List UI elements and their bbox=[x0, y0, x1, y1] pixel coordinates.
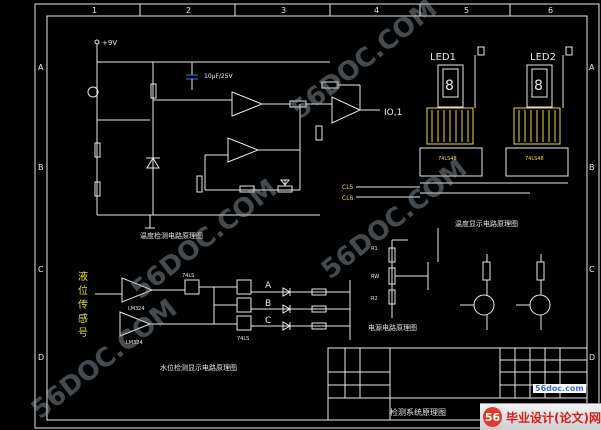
grid-row-b: B bbox=[38, 163, 44, 172]
output-label: IO,1 bbox=[384, 108, 402, 118]
watermark-4: 56DOC.COM bbox=[26, 294, 183, 426]
svg-text:LM324: LM324 bbox=[126, 340, 143, 346]
grid-col-1: 1 bbox=[92, 6, 97, 15]
led-1-label: LED1 bbox=[430, 52, 456, 63]
grid-row-c: C bbox=[38, 265, 44, 274]
brand-text: 毕业设计(论文)网 bbox=[506, 410, 601, 425]
clock-label-2: CL6 bbox=[342, 195, 354, 202]
site-logo-small: 56doc.com bbox=[533, 384, 586, 393]
svg-text:传: 传 bbox=[78, 299, 88, 311]
inner-frame bbox=[46, 15, 588, 421]
svg-text:C: C bbox=[589, 265, 595, 274]
svg-text:LM324: LM324 bbox=[128, 306, 145, 312]
svg-text:74LS48: 74LS48 bbox=[525, 156, 544, 162]
clock-label-1: CL5 bbox=[342, 184, 354, 191]
svg-text:R1: R1 bbox=[371, 246, 378, 252]
grid-col-4: 4 bbox=[374, 6, 379, 15]
svg-text:号: 号 bbox=[78, 327, 88, 339]
brand-bar: 56 毕业设计(论文)网 bbox=[480, 403, 601, 430]
clock-inputs: CL5 CL6 温度显示电路原理图 bbox=[342, 184, 518, 228]
svg-text:液: 液 bbox=[78, 270, 88, 283]
grid-col-2: 2 bbox=[186, 6, 191, 15]
led-display-2: LED2 8 74LS48 bbox=[420, 46, 573, 194]
svg-text:检测系统原理图: 检测系统原理图 bbox=[390, 407, 446, 417]
svg-text:8: 8 bbox=[445, 78, 454, 94]
svg-text:A: A bbox=[589, 63, 595, 72]
channel-a: A bbox=[265, 281, 272, 291]
grid-columns: 1 2 3 4 5 6 bbox=[92, 4, 553, 16]
watermarks: 56DOC.COM 56DOC.COM 56DOC.COM 56DOC.COM bbox=[26, 0, 473, 426]
svg-text:RW: RW bbox=[371, 274, 379, 280]
svg-text:水位检测显示电路原理图: 水位检测显示电路原理图 bbox=[160, 363, 237, 372]
watermark-1: 56DOC.COM bbox=[286, 0, 443, 126]
watermark-3: 56DOC.COM bbox=[316, 154, 473, 286]
grid-col-6: 6 bbox=[548, 6, 553, 15]
power-circuit: R1 RW R2 电源电路原理图 bbox=[368, 228, 439, 332]
led-display-1: LED1 8 74LS48 bbox=[419, 46, 485, 177]
channel-c: C bbox=[265, 316, 271, 326]
svg-text:R2: R2 bbox=[371, 296, 378, 302]
transistor-stages bbox=[460, 254, 551, 330]
svg-text:74LS: 74LS bbox=[237, 336, 249, 342]
temperature-circuit: +9V 10μF/25V IO,1 bbox=[87, 39, 402, 240]
svg-text:感: 感 bbox=[78, 312, 88, 325]
svg-text:温度显示电路原理图: 温度显示电路原理图 bbox=[455, 219, 518, 228]
grid-row-a: A bbox=[38, 63, 44, 72]
supply-label: +9V bbox=[102, 39, 117, 47]
led-2-label: LED2 bbox=[530, 52, 556, 63]
capacitor-label: 10μF/25V bbox=[204, 73, 234, 80]
svg-text:温度检测电路原理图: 温度检测电路原理图 bbox=[140, 231, 203, 240]
brand-badge: 56 bbox=[483, 407, 503, 427]
svg-text:8: 8 bbox=[534, 78, 543, 94]
grid-col-5: 5 bbox=[464, 6, 469, 15]
svg-text:74LS: 74LS bbox=[182, 273, 194, 279]
outer-frame bbox=[34, 3, 600, 429]
svg-text:电源电路原理图: 电源电路原理图 bbox=[368, 323, 417, 332]
svg-text:位: 位 bbox=[78, 284, 88, 297]
svg-text:D: D bbox=[589, 353, 595, 362]
grid-row-d: D bbox=[38, 353, 44, 362]
level-sensor-circuit: 液 位 传 感 号 LM324 LM324 74LS 74LS A B C bbox=[78, 270, 351, 372]
grid-rows: A B C D A B C D bbox=[38, 63, 595, 362]
grid-col-3: 3 bbox=[281, 6, 286, 15]
channel-b: B bbox=[265, 299, 271, 309]
svg-text:74LS48: 74LS48 bbox=[438, 156, 457, 162]
svg-text:B: B bbox=[589, 163, 595, 172]
